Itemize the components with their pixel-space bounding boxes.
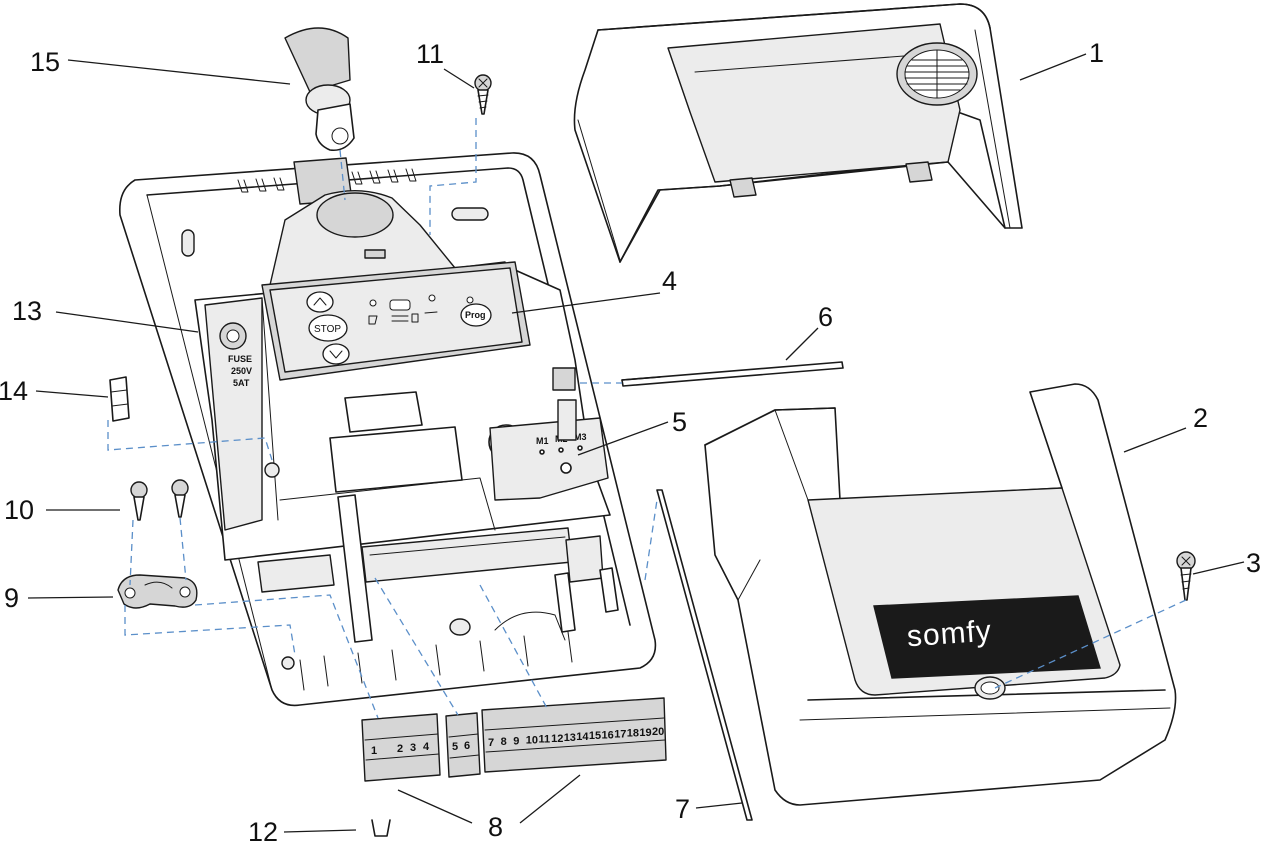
part-14-fuse bbox=[109, 376, 130, 422]
callout-12: 12 bbox=[248, 817, 278, 841]
prog-button-label: Prog bbox=[465, 310, 486, 320]
grille-icon bbox=[896, 42, 978, 106]
terminal-15: 15 bbox=[589, 730, 601, 742]
stop-button: STOP bbox=[308, 314, 348, 342]
callout-4: 4 bbox=[662, 266, 677, 296]
leader-lines bbox=[27, 53, 1245, 833]
assembly-guide-lines bbox=[107, 118, 1187, 719]
terminal-18: 18 bbox=[627, 728, 639, 740]
callout-13: 13 bbox=[12, 296, 42, 326]
stop-button-label: STOP bbox=[314, 324, 341, 335]
prog-button: Prog bbox=[460, 296, 492, 327]
terminal-19: 19 bbox=[639, 727, 651, 739]
fuse-label-2: 250V bbox=[231, 366, 252, 376]
part-15-knob bbox=[284, 27, 355, 152]
terminal-20: 20 bbox=[652, 726, 664, 738]
part-7-wire bbox=[656, 489, 753, 821]
part-9-cable-clamp bbox=[117, 574, 198, 609]
part-10-screws bbox=[130, 479, 189, 521]
callout-11: 11 bbox=[416, 39, 444, 69]
terminal-labels-a: 1 2 3 4 bbox=[371, 741, 430, 757]
callout-numbers: 15 11 1 4 13 14 6 5 2 10 3 9 7 8 12 bbox=[0, 38, 1261, 841]
fuse-label-3: 5AT bbox=[233, 378, 250, 388]
battery-icon bbox=[389, 299, 411, 311]
terminal-13: 13 bbox=[564, 732, 576, 744]
terminal-7: 7 bbox=[488, 737, 494, 749]
terminal-9: 9 bbox=[513, 735, 519, 747]
part-11-screw bbox=[474, 74, 492, 115]
part-5-selector-panel bbox=[489, 417, 609, 501]
terminal-6: 6 bbox=[464, 740, 470, 752]
terminal-5: 5 bbox=[452, 741, 458, 753]
part-6-antenna bbox=[621, 361, 844, 387]
m3-label: M3 bbox=[574, 432, 587, 442]
callout-1: 1 bbox=[1089, 38, 1104, 68]
terminal-10: 10 bbox=[526, 735, 538, 747]
up-arrow-button bbox=[306, 291, 334, 313]
control-module: FUSE 250V 5AT STOP Prog bbox=[194, 261, 619, 691]
callout-5: 5 bbox=[672, 407, 687, 437]
callout-9: 9 bbox=[4, 583, 19, 613]
callout-3: 3 bbox=[1246, 548, 1261, 578]
terminal-11: 11 bbox=[539, 734, 551, 746]
part-1-top-cover bbox=[573, 3, 1023, 263]
terminal-3: 3 bbox=[410, 742, 416, 754]
terminal-17: 17 bbox=[614, 729, 626, 741]
callout-6: 6 bbox=[818, 302, 833, 332]
part-3-screw bbox=[1176, 551, 1196, 601]
terminal-4: 4 bbox=[423, 741, 430, 753]
terminal-12: 12 bbox=[551, 733, 563, 745]
part-12-bridge bbox=[371, 819, 391, 837]
brand-logo-text: somfy bbox=[906, 615, 993, 654]
logo-plate bbox=[873, 595, 1101, 679]
callout-15: 15 bbox=[30, 47, 60, 77]
fuse-label-1: FUSE bbox=[228, 354, 252, 364]
callout-14: 14 bbox=[0, 376, 28, 406]
terminal-labels-b: 5 6 bbox=[452, 740, 470, 753]
callout-7: 7 bbox=[675, 794, 690, 824]
terminal-8: 8 bbox=[501, 736, 507, 748]
callout-2: 2 bbox=[1193, 403, 1208, 433]
terminal-1: 1 bbox=[371, 745, 377, 757]
callout-8: 8 bbox=[488, 812, 503, 841]
callout-10: 10 bbox=[4, 495, 34, 525]
terminal-14: 14 bbox=[576, 731, 589, 743]
down-arrow-button bbox=[322, 343, 350, 365]
terminal-2: 2 bbox=[397, 743, 403, 755]
m1-label: M1 bbox=[536, 436, 549, 446]
part-2-bottom-cover: somfy bbox=[704, 383, 1177, 806]
terminal-16: 16 bbox=[602, 729, 614, 741]
